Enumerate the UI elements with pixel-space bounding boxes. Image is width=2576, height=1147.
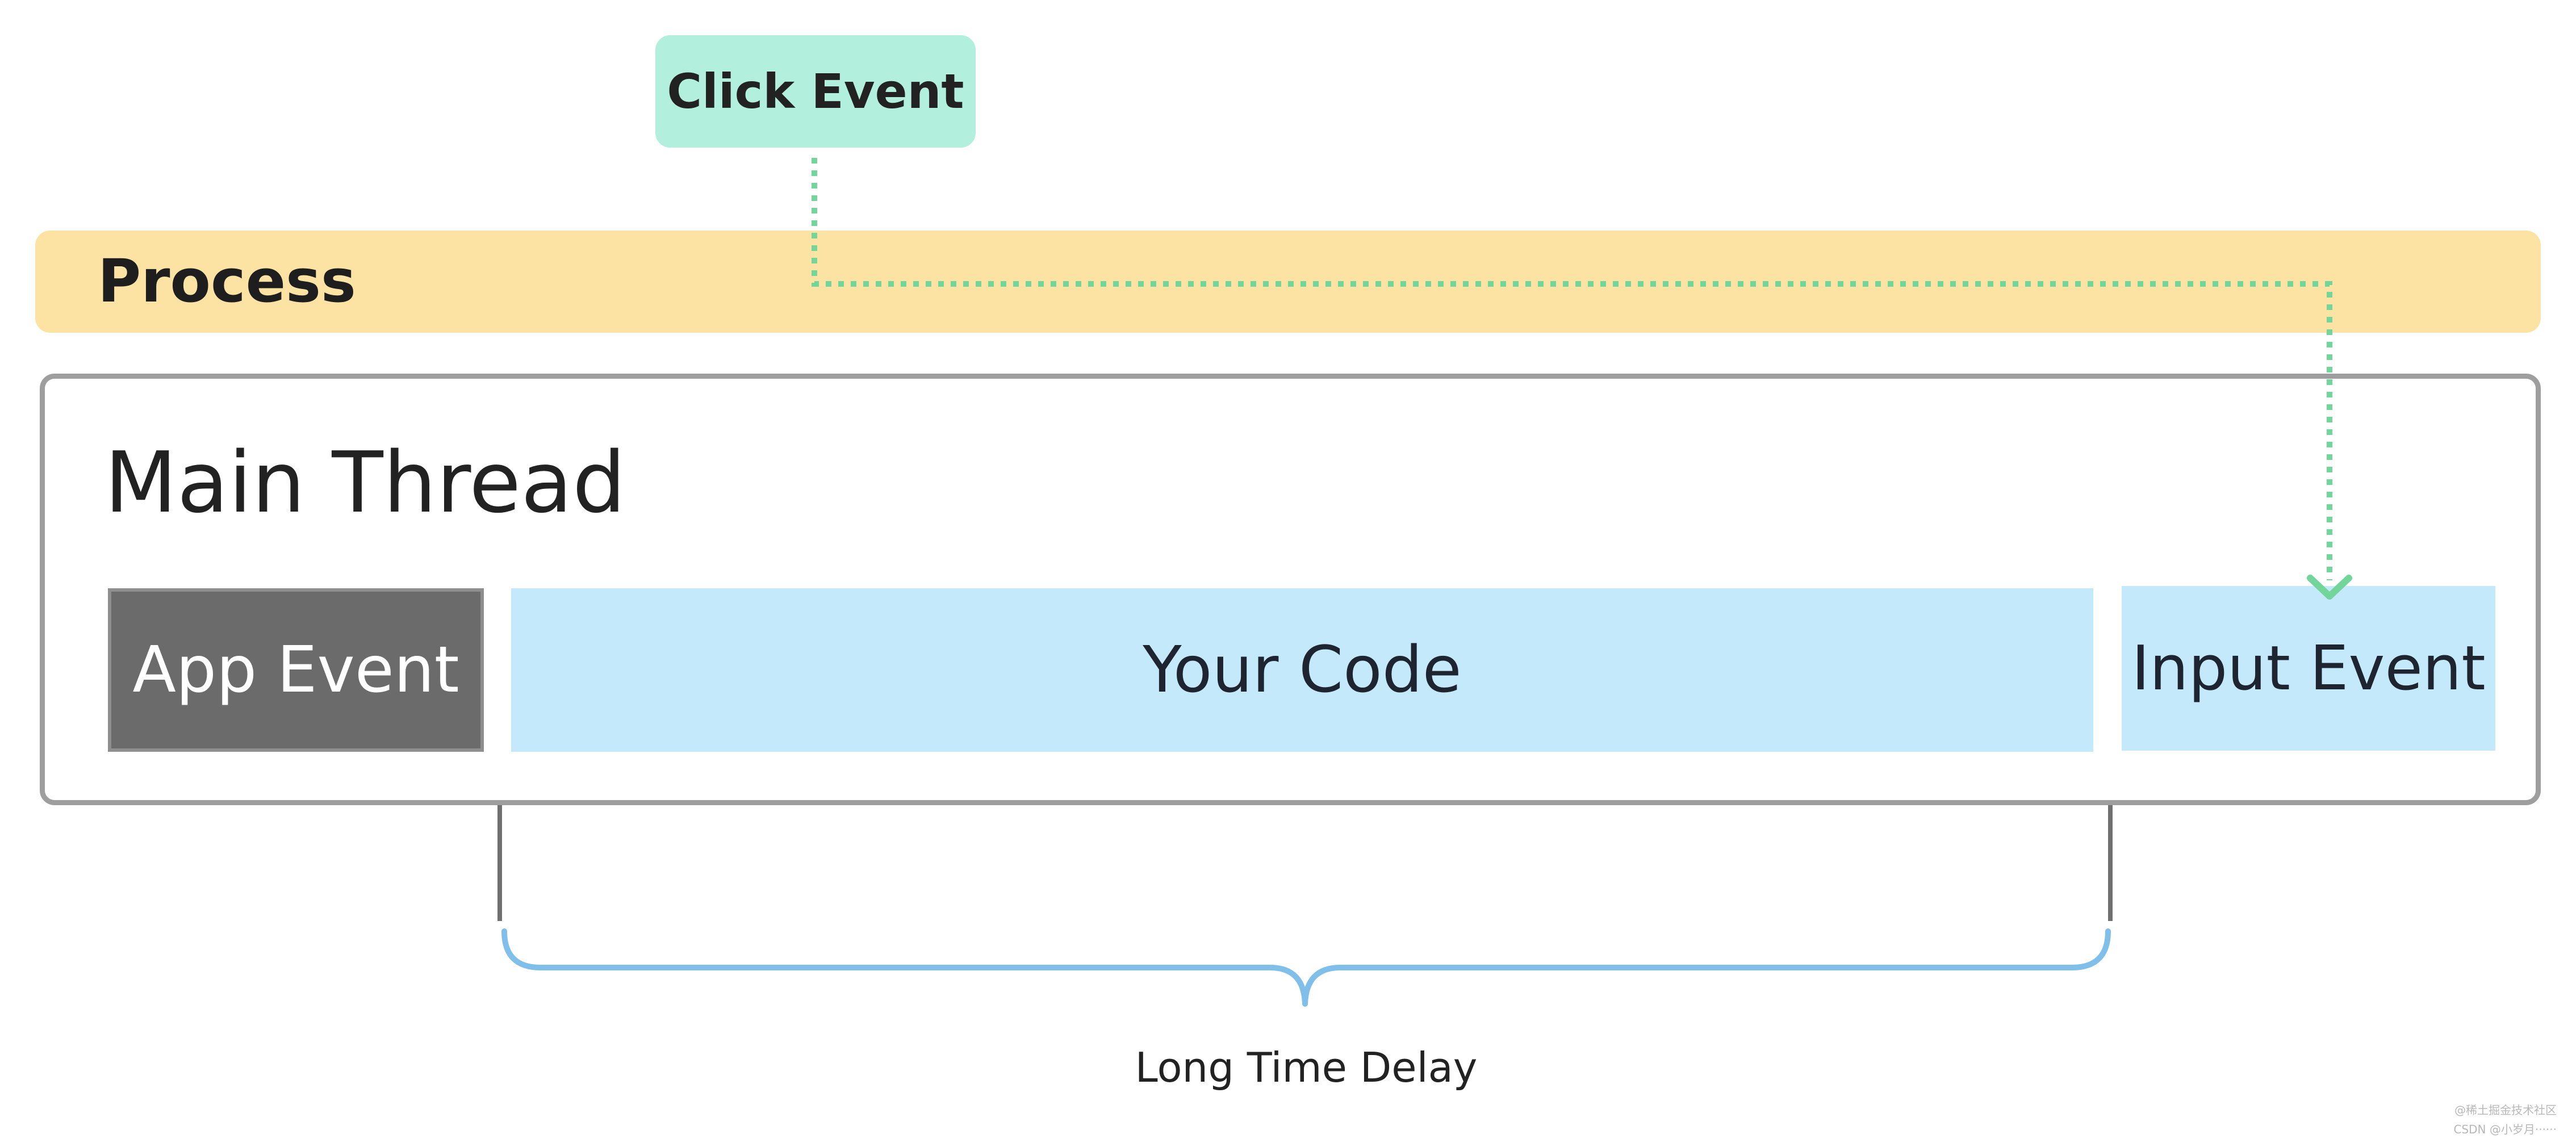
your-code-block: Your Code [511, 588, 2093, 752]
input-event-label: Input Event [2131, 633, 2486, 704]
click-event-label: Click Event [667, 64, 964, 119]
app-event-block: App Event [108, 588, 484, 752]
watermark-line-2: CSDN @小岁月······ [2453, 1123, 2557, 1136]
process-label: Process [98, 246, 356, 316]
app-event-label: App Event [132, 633, 459, 707]
input-event-block: Input Event [2122, 586, 2495, 751]
delay-label: Long Time Delay [1135, 1044, 1478, 1091]
main-thread-title: Main Thread [104, 434, 626, 531]
delay-brace [501, 928, 2111, 1007]
your-code-label: Your Code [1143, 633, 1462, 707]
watermark: @稀土掘金技术社区 CSDN @小岁月······ [2453, 1100, 2557, 1139]
click-event-box: Click Event [655, 35, 976, 148]
process-bar [35, 231, 2541, 333]
watermark-line-1: @稀土掘金技术社区 [2454, 1103, 2557, 1117]
